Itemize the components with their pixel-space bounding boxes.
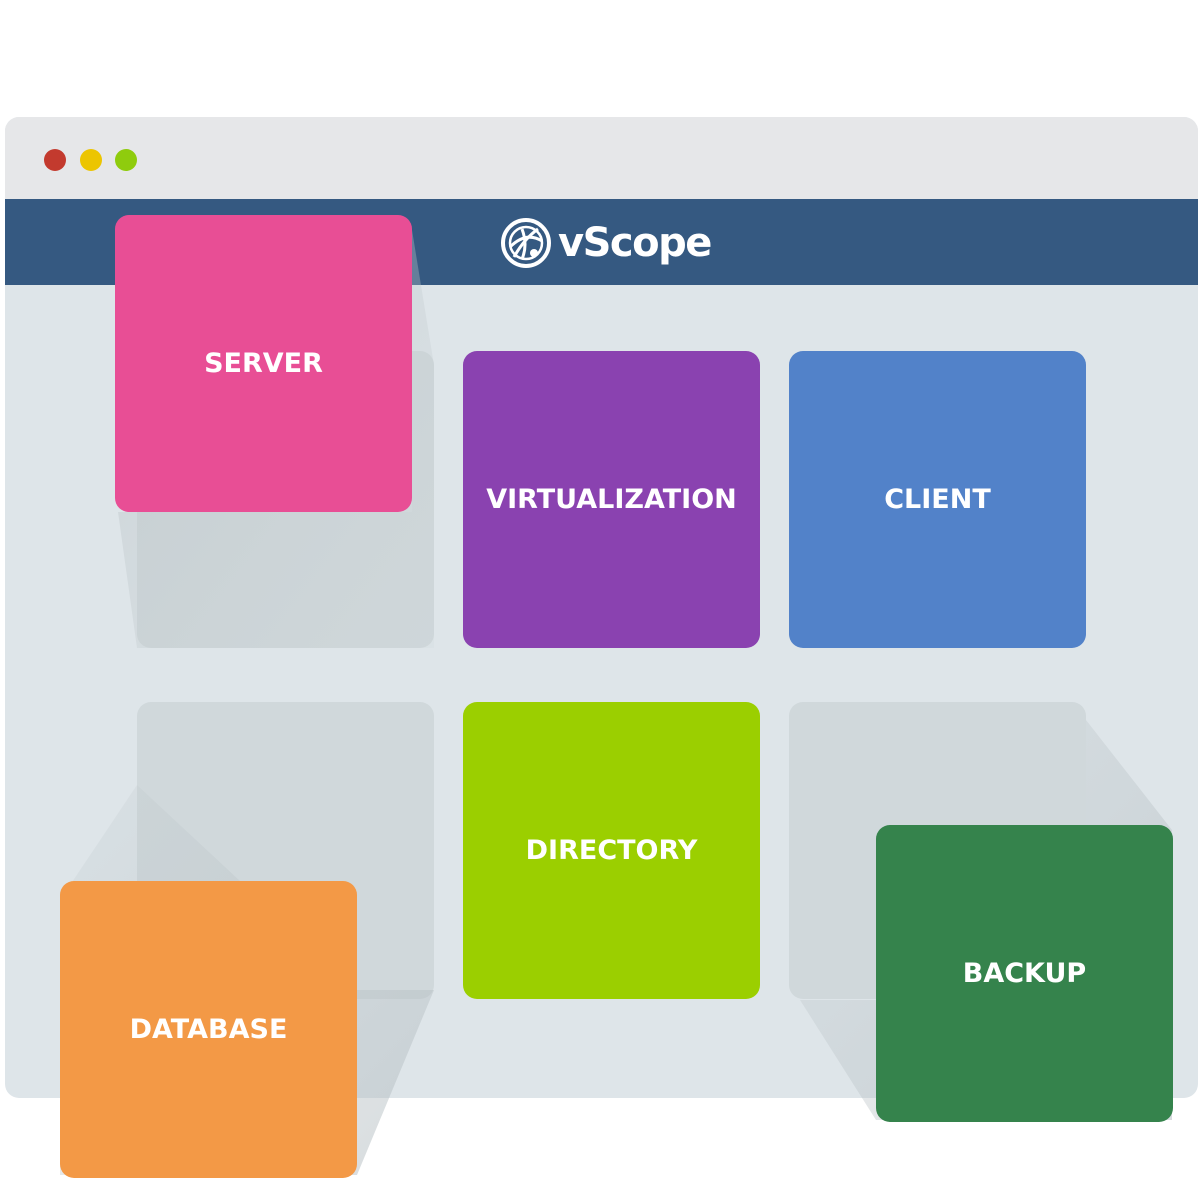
tile-virtualization[interactable]: VIRTUALIZATION: [463, 351, 760, 648]
tile-database[interactable]: DATABASE: [60, 881, 357, 1178]
brand-name: vScope: [558, 220, 712, 266]
tile-label: CLIENT: [884, 484, 991, 515]
globe-icon: [501, 218, 551, 268]
close-window-button[interactable]: [44, 149, 66, 171]
minimize-window-button[interactable]: [80, 149, 102, 171]
tile-label: VIRTUALIZATION: [486, 484, 737, 515]
tile-label: DATABASE: [129, 1014, 288, 1045]
tile-backup[interactable]: BACKUP: [876, 825, 1173, 1122]
tile-client[interactable]: CLIENT: [789, 351, 1086, 648]
brand-logo[interactable]: vScope: [500, 215, 712, 271]
tile-label: SERVER: [204, 348, 323, 379]
maximize-window-button[interactable]: [115, 149, 137, 171]
tile-directory[interactable]: DIRECTORY: [463, 702, 760, 999]
tile-server[interactable]: SERVER: [115, 215, 412, 512]
tile-label: BACKUP: [962, 958, 1087, 989]
tile-label: DIRECTORY: [525, 835, 698, 866]
window-titlebar: [5, 117, 1198, 199]
